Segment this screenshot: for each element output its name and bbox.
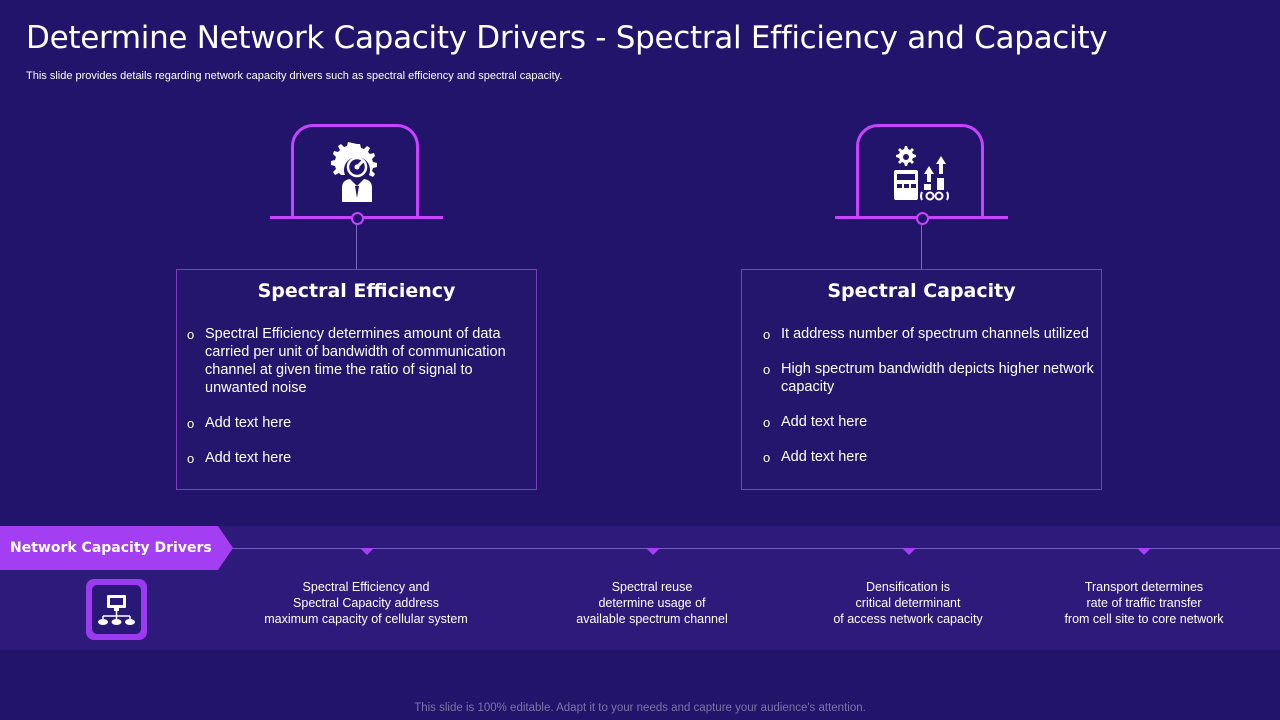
list-item: o Add text here	[763, 448, 1096, 466]
connector-line-right	[921, 224, 922, 269]
timeline-marker	[360, 548, 374, 555]
card-title: Spectral Capacity	[827, 280, 1016, 302]
driver-text: Spectral reuse determine usage of availa…	[576, 580, 728, 626]
timeline-marker	[902, 548, 916, 555]
bullet-text: Spectral Efficiency determines amount of…	[205, 326, 506, 396]
bullet-list: o Spectral Efficiency determines amount o…	[187, 325, 525, 467]
bullet-text: It address number of spectrum channels u…	[781, 326, 1089, 342]
bullet-marker: o	[187, 327, 195, 342]
driver-text: Transport determines rate of traffic tra…	[1064, 580, 1224, 626]
bullet-list: o It address number of spectrum channels …	[763, 325, 1096, 466]
card-spectral-efficiency: Spectral Efficiency o Spectral Efficiency…	[176, 269, 537, 490]
bullet-text: Add text here	[205, 450, 292, 466]
gauge-person-icon	[331, 142, 377, 202]
card-spectral-capacity: Spectral Capacity o It address number of …	[741, 269, 1102, 490]
page-title: Determine Network Capacity Drivers - Spe…	[26, 20, 1108, 56]
connector-dot-right	[916, 212, 929, 225]
footer-note: This slide is 100% editable. Adapt it to…	[414, 702, 866, 714]
timeline-marker	[646, 548, 660, 555]
drivers-timeline	[225, 548, 1280, 549]
page-subtitle: This slide provides details regarding ne…	[26, 70, 563, 82]
icon-frame-right	[856, 124, 984, 218]
timeline-marker	[1137, 548, 1151, 555]
bullet-marker: o	[763, 450, 771, 465]
drivers-tag-label: Network Capacity Drivers	[10, 540, 212, 556]
bullet-text: Add text here	[205, 415, 292, 431]
bullet-marker: o	[763, 327, 771, 342]
connector-line-left	[356, 224, 357, 269]
bullet-text: High spectrum bandwidth depicts higher n…	[781, 361, 1094, 395]
list-item: o High spectrum bandwidth depicts higher …	[763, 360, 1096, 396]
bullet-text: Add text here	[781, 414, 868, 430]
list-item: o Add text here	[187, 449, 525, 467]
drivers-tag: Network Capacity Drivers	[0, 526, 233, 570]
bullet-text: Add text here	[781, 449, 868, 465]
bullet-marker: o	[187, 451, 195, 466]
bullet-marker: o	[763, 415, 771, 430]
driver-text: Spectral Efficiency and Spectral Capacit…	[264, 580, 468, 626]
list-item: o It address number of spectrum channels …	[763, 325, 1096, 343]
network-hierarchy-icon	[98, 595, 135, 625]
icon-frame-left	[291, 124, 419, 218]
bullet-marker: o	[187, 416, 195, 431]
network-hierarchy-icon-frame	[86, 579, 147, 640]
equalizer-arrows-icon	[894, 146, 949, 201]
list-item: o Spectral Efficiency determines amount o…	[187, 325, 525, 397]
connector-dot-left	[351, 212, 364, 225]
list-item: o Add text here	[187, 414, 525, 432]
network-hierarchy-icon-bg	[92, 585, 141, 634]
list-item: o Add text here	[763, 413, 1096, 431]
card-title: Spectral Efficiency	[257, 280, 456, 302]
bullet-marker: o	[763, 362, 771, 377]
driver-text: Densification is critical determinant of…	[833, 580, 983, 626]
